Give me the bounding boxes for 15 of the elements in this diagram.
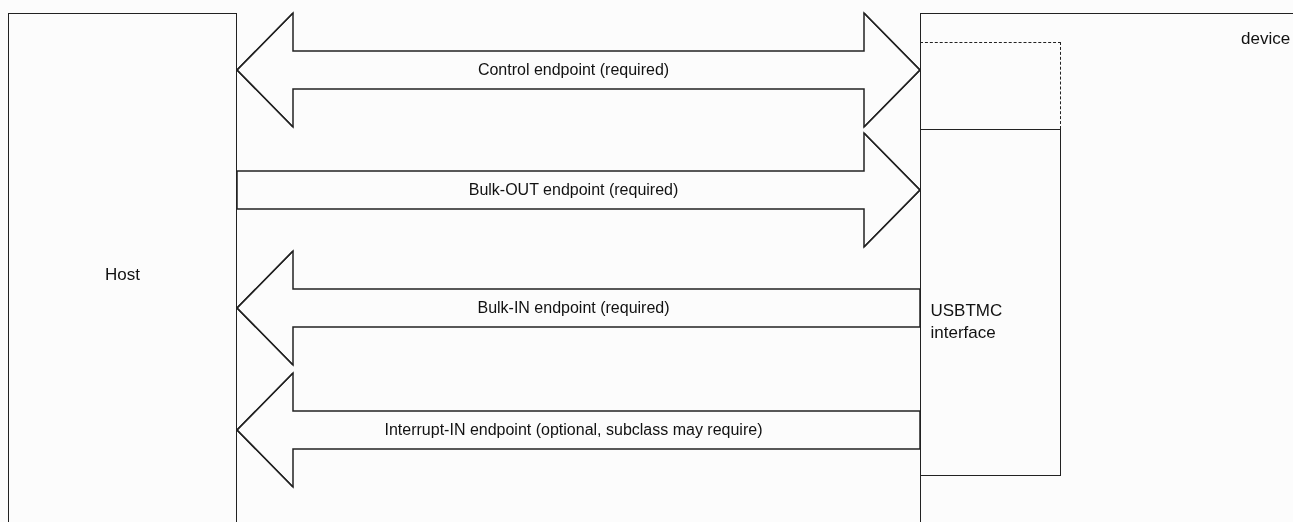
- edge-label: Bulk-OUT endpoint (required): [468, 180, 679, 200]
- interface-box: [919, 129, 1061, 476]
- node-label: device: [1241, 28, 1292, 50]
- block-arrow: [235, 371, 921, 489]
- dashed-box: [919, 42, 1061, 129]
- node-label: Host: [104, 264, 141, 286]
- edge-label: Control endpoint (required): [477, 60, 670, 80]
- block-arrow: [236, 11, 922, 129]
- block-arrow: [235, 249, 921, 367]
- host-box: [8, 13, 237, 522]
- node-label: USBTMC interface: [930, 300, 1004, 344]
- device-box: [920, 13, 1293, 522]
- edge-label: Bulk-IN endpoint (required): [477, 298, 670, 318]
- edge-label: Interrupt-IN endpoint (optional, subclass may require): [384, 420, 763, 440]
- block-arrow: [236, 131, 922, 249]
